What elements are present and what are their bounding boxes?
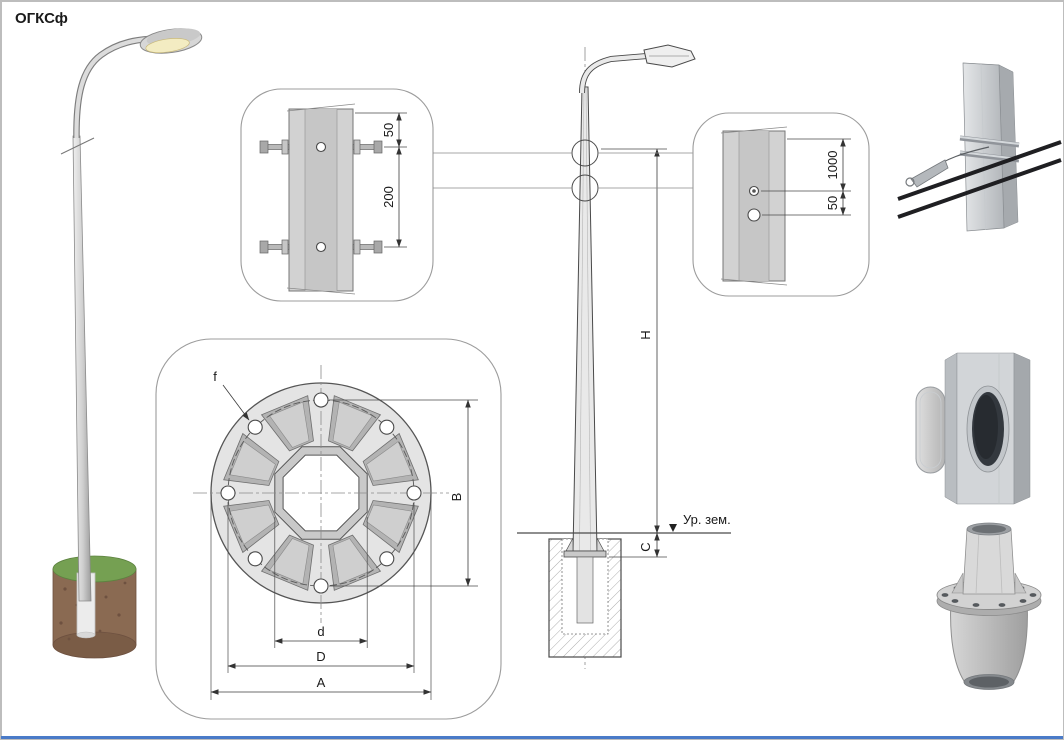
embedded-stub: [576, 556, 594, 624]
luminaire-3d: [139, 28, 203, 54]
clamp-detail-view: 50 200: [240, 88, 434, 302]
base-plate: [563, 550, 607, 558]
pole-shaft-3d: [72, 135, 92, 602]
foundation-3d: [52, 555, 137, 659]
cable-hole: [747, 208, 761, 222]
flange-top-view: f B d D A: [155, 338, 502, 720]
shaft-break-mark: [60, 137, 95, 155]
dim-label-B: B: [449, 493, 464, 502]
cable-upper: [897, 140, 1062, 201]
bottom-bar: [1, 736, 1063, 739]
wedge-clamp: [910, 159, 949, 188]
dim-label-50-clamp: 50: [381, 123, 396, 137]
ground-level-mark: [669, 524, 677, 532]
handhole-detail-view: 1000 50: [692, 112, 870, 297]
dim-label-50-handhole: 50: [825, 196, 840, 210]
dim-label-H: H: [638, 330, 653, 339]
dim-label-200: 200: [381, 186, 396, 208]
callout-connectors: [433, 152, 693, 189]
dim-label-1000: 1000: [825, 151, 840, 180]
pole-3d-render: [52, 28, 203, 659]
bolt-row-top: [259, 139, 383, 155]
flange-base-3d: [936, 522, 1042, 690]
base-collar: [962, 528, 1016, 595]
flange-gussets: [223, 395, 419, 591]
collar-opening: [972, 524, 1006, 534]
dim-label-D: D: [316, 649, 325, 664]
bolt-holes: [220, 392, 422, 594]
page-title: ОГКСф: [15, 10, 68, 27]
dim-label-A: A: [317, 675, 326, 690]
ground-label: Ур. зем.: [683, 512, 731, 527]
dim-label-C: C: [638, 542, 653, 551]
dim-label-f: f: [213, 369, 217, 384]
cable-lower: [897, 158, 1062, 219]
cable-attachment-3d: [897, 62, 1062, 232]
dim-label-d: d: [317, 624, 324, 639]
bolt-row-bottom: [259, 239, 383, 255]
handhole-3d: [915, 352, 1031, 505]
pole-elevation: Ур. зем. H C: [517, 44, 731, 669]
